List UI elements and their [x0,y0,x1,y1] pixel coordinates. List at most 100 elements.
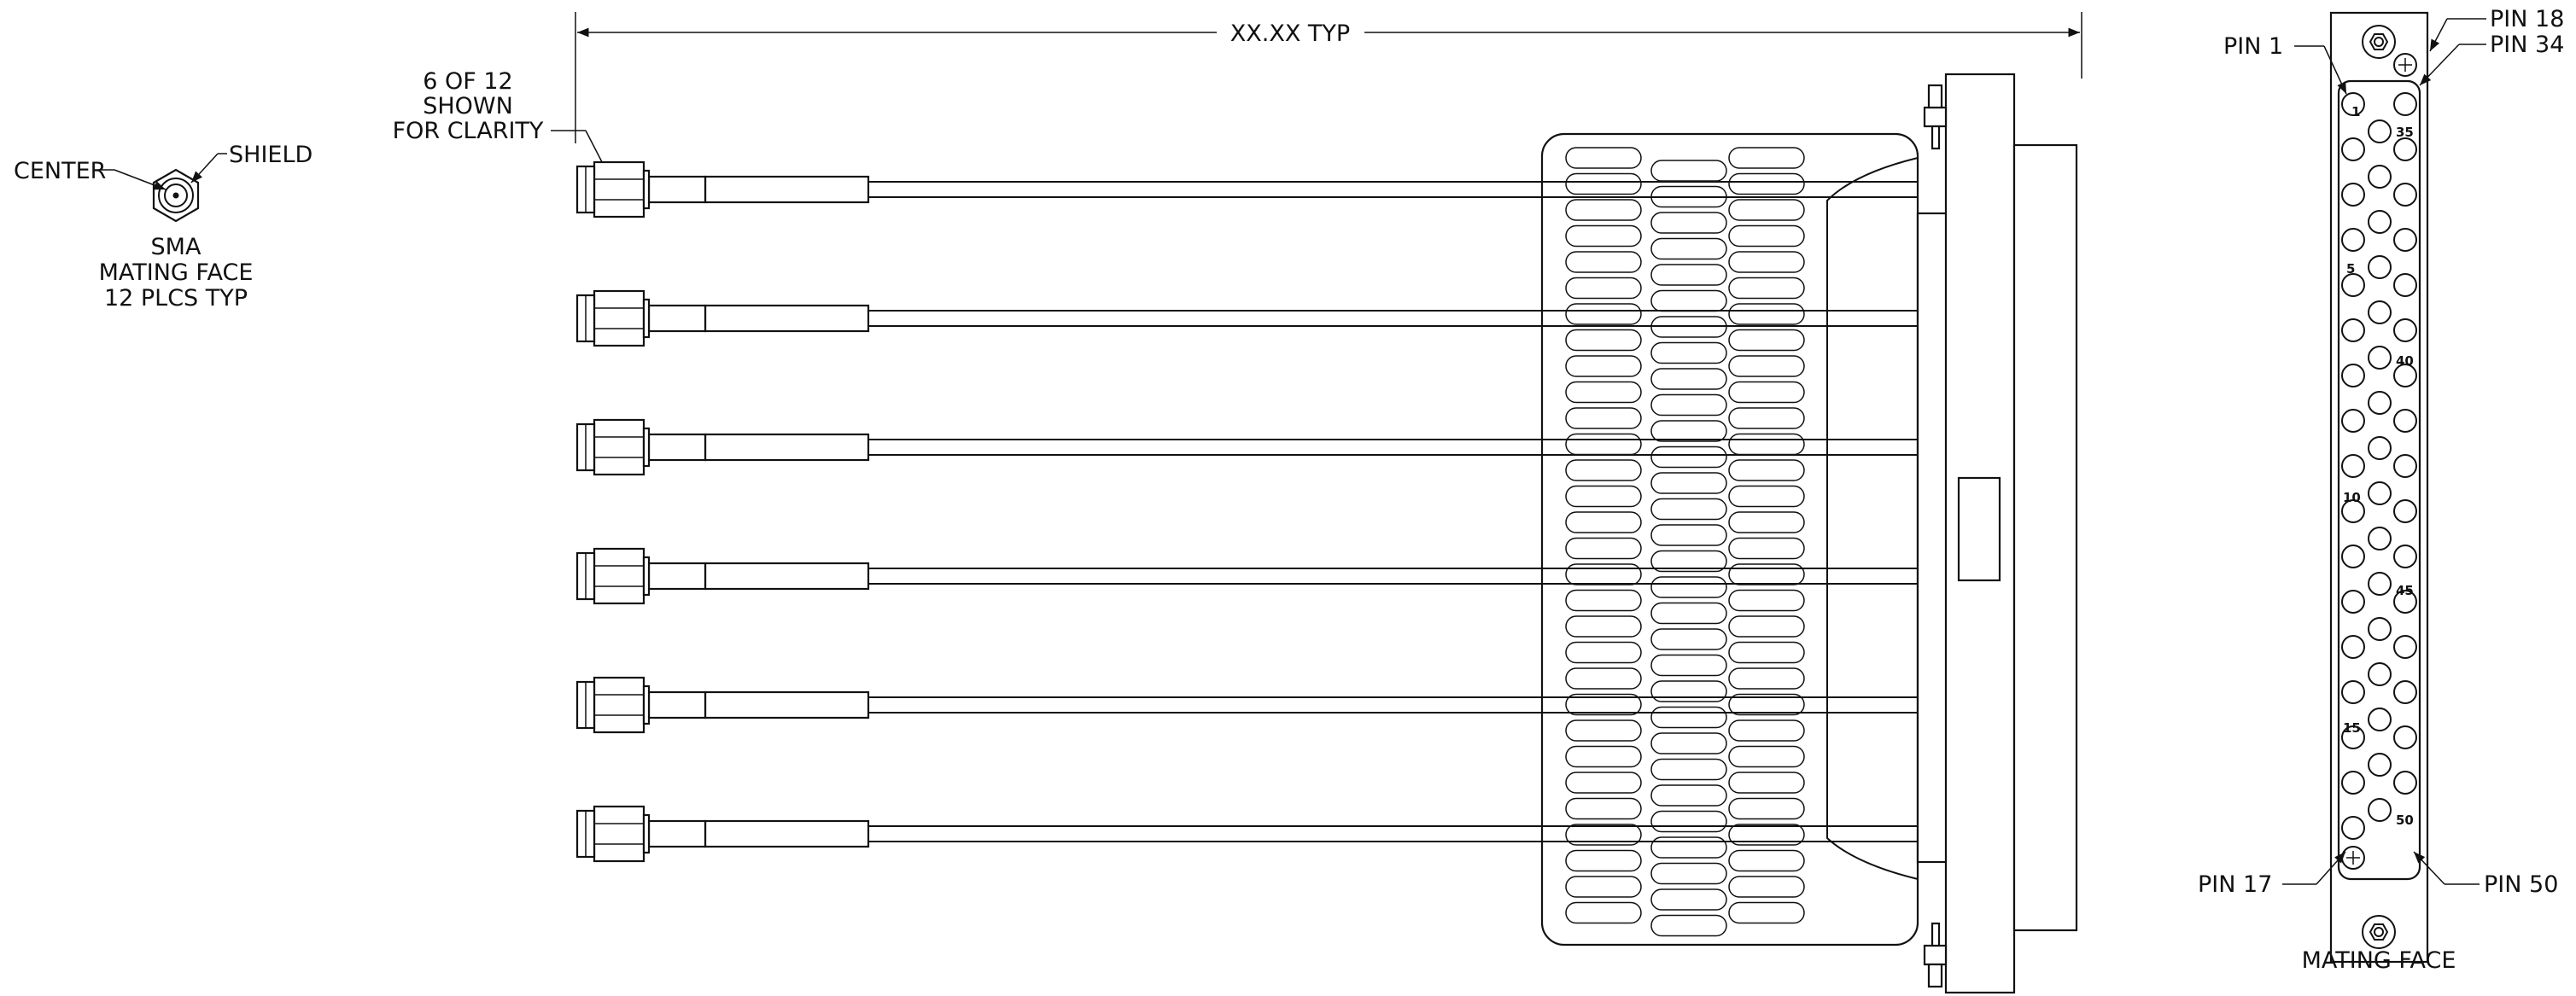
ferrule [647,433,707,462]
pin [2368,119,2392,143]
vent-slot [1565,719,1642,742]
cable [575,676,1918,734]
pin [2368,617,2392,641]
cable [575,160,1918,218]
heat-shrink-boot [704,562,870,591]
vent-slot [1650,472,1727,494]
vent-slot [1565,797,1642,820]
vent-slot [1565,901,1642,924]
vent-slot [1650,393,1727,416]
pin [2393,137,2417,161]
vent-slot [1650,237,1727,260]
mating-face-caption: MATING FACE [2302,947,2456,974]
vent-slot [1650,446,1727,469]
vent-slot [1650,368,1727,390]
vent-slot [1565,641,1642,664]
vent-slot [1565,329,1642,352]
pin34-callout: PIN 34 [2419,32,2564,86]
vent-slot [1728,615,1805,638]
shown-for-clarity-note: 6 OF 12 SHOWN FOR CLARITY [393,68,614,184]
sma-dielectric [164,183,188,207]
pin [2393,183,2417,207]
sma-caption-line-3: 12 PLCS TYP [104,285,248,312]
pin [2341,816,2365,840]
row-number-35: 35 [2396,125,2414,140]
vent-slot [1650,862,1727,885]
vent-slot [1565,303,1642,325]
strain-relief-housing [1540,132,1919,946]
pin [2341,590,2365,614]
vent-slot [1565,589,1642,612]
mounting-hole-top [2362,25,2396,59]
vent-slot [1728,849,1805,872]
shield-label: SHIELD [229,142,313,168]
pin [2393,499,2417,523]
vent-slot [1728,277,1805,300]
row-number-1: 1 [2351,104,2360,119]
vent-slot [1565,407,1642,429]
vent-slot [1650,654,1727,677]
pin [2368,436,2392,460]
cable [575,289,1918,347]
note-line-1: 6 OF 12 [423,68,512,95]
pin [2341,454,2365,478]
vent-slot [1728,589,1805,612]
row-number-10: 10 [2343,490,2361,505]
vent-slot [1650,524,1727,546]
row-number-15: 15 [2343,720,2361,736]
vent-slot [1565,381,1642,404]
svg-text:PIN 50: PIN 50 [2484,871,2558,898]
vent-slot [1650,706,1727,729]
shield-leader [190,153,219,183]
vent-slot [1650,888,1727,911]
dimension-text: XX.XX TYP [1230,20,1350,47]
sma-hex-nut-side [593,418,645,476]
pin [2393,771,2417,795]
sma-center-pin [172,192,179,199]
vent-slot [1650,264,1727,286]
vent-slot [1565,355,1642,377]
jack-screw-bottom [1923,922,1948,988]
pin [2393,590,2417,614]
pin [2341,725,2365,749]
vent-slot [1565,199,1642,221]
pin [2393,680,2417,704]
heat-shrink-boot [704,433,870,462]
vent-slot [1728,172,1805,195]
pin [2341,273,2365,297]
row-number-40: 40 [2396,353,2414,369]
pin [2368,527,2392,550]
pin [2341,364,2365,387]
vent-slot [1650,498,1727,521]
vent-slot [1728,485,1805,508]
vent-slot [1565,876,1642,898]
heat-shrink-boot [704,175,870,204]
pin [2393,409,2417,433]
pin [2368,210,2392,234]
vent-slot [1728,511,1805,533]
sma-collar [642,298,651,339]
center-label: CENTER [14,158,106,184]
vent-slot [1565,277,1642,300]
pin [2368,346,2392,370]
vent-slot [1565,224,1642,248]
vent-slot [1728,667,1805,690]
vent-slot [1565,615,1642,638]
sma-collar [642,684,651,725]
sma-hex-nut-side [593,676,645,734]
vent-slot [1728,199,1805,221]
vent-slot [1728,693,1805,716]
connector-side-view [575,73,2078,994]
cable [575,418,1918,476]
vent-slot [1728,824,1805,846]
vent-slot [1728,224,1805,248]
pin [2393,92,2417,116]
note-line-3: FOR CLARITY [393,118,544,144]
vent-slot [1565,511,1642,533]
pin [2341,92,2365,116]
sma-hex-nut-side [593,805,645,863]
vent-slot [1728,772,1805,794]
pin [2393,228,2417,252]
center-leader [114,169,166,190]
